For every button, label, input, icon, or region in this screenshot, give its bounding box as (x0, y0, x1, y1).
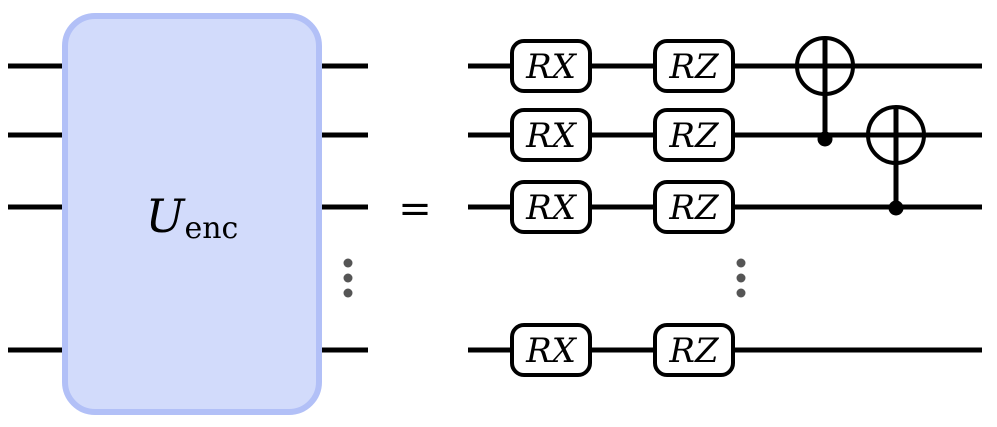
rz-gate-label-2: RZ (668, 116, 720, 156)
encoder-subscript: enc (184, 211, 238, 246)
cnot-1-control (817, 131, 833, 147)
rx-gate-box-1 (510, 39, 592, 93)
rx-gate-box-4 (510, 323, 592, 377)
rx-gate-label-2: RX (525, 116, 578, 156)
rx-gate-box-3 (510, 180, 592, 234)
gate-column-rz: RZ RZ RZ RZ (653, 39, 735, 377)
rz-gate-box-3 (653, 180, 735, 234)
rz-gate-box-1 (653, 39, 735, 93)
rx-gate-box-2 (510, 108, 592, 162)
rx-gate-label-1: RX (525, 47, 578, 87)
rz-gate-label-4: RZ (668, 331, 720, 371)
rx-gate-label-4: RX (525, 331, 578, 371)
rz-gate-label-1: RZ (668, 47, 720, 87)
encoder-label: Uenc (146, 189, 239, 246)
equals-sign: = (398, 186, 432, 232)
ellipsis-dots-left (343, 258, 353, 298)
encoder-input-wires (8, 63, 66, 353)
encoder-symbol: U (146, 189, 187, 243)
gate-column-rx: RX RX RX RX (510, 39, 592, 377)
rx-gate-label-3: RX (525, 188, 578, 228)
rz-gate-box-2 (653, 108, 735, 162)
encoder-output-wires (318, 63, 368, 353)
rz-gate-label-3: RZ (668, 188, 720, 228)
cnot-gate-1 (795, 36, 855, 147)
rz-gate-box-4 (653, 323, 735, 377)
cnot-gate-2 (866, 105, 926, 216)
encoder-block (62, 13, 322, 415)
ellipsis-dots-right (736, 258, 746, 298)
cnot-2-control (888, 200, 904, 216)
